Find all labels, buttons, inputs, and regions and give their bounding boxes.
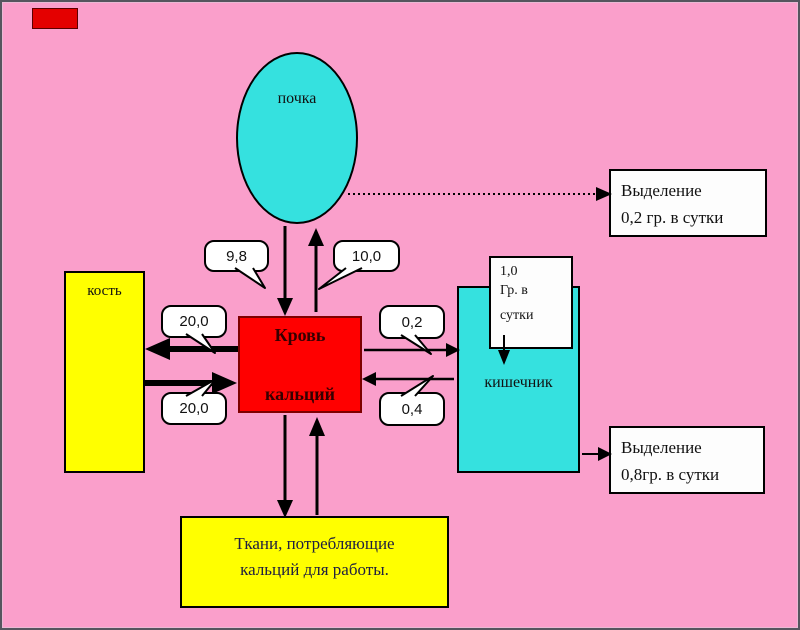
intake-line2: Гр. в [500,283,528,298]
callout-kidney-reabsorption: 10,0 [333,240,400,272]
blood-label-line2: кальций [265,384,335,404]
bone-label: кость [87,283,122,299]
excretion-urine-line2: 0,2 гр. в сутки [621,208,724,227]
excretion-urine-box: Выделение 0,2 гр. в сутки [609,169,767,237]
arrowhead [308,228,324,246]
callout-value: 10,0 [351,247,382,265]
blood-label-line1: Кровь [274,325,326,345]
arrowhead [212,372,237,394]
node-blood-calcium: Кровь кальций [238,316,362,413]
callout-value: 0,4 [401,400,423,418]
excretion-feces-box: Выделение 0,8гр. в сутки [609,426,765,494]
callout-value: 0,2 [401,313,423,331]
node-kidney: почка [236,52,358,224]
node-tissues: Ткани, потребляющие кальций для работы. [180,516,449,608]
callout-bone-to-blood: 20,0 [161,392,227,425]
excretion-urine-line1: Выделение [621,181,702,200]
arrowhead [277,298,293,316]
callout-value: 9,8 [226,247,247,265]
intestine-label: кишечник [484,374,553,391]
callout-intestine-to-blood: 0,4 [379,392,445,426]
arrowhead [309,417,325,436]
intake-line3: сутки [500,308,534,323]
kidney-label: почка [277,90,317,107]
arrowhead [362,372,376,386]
tissues-label-line1: Ткани, потребляющие [234,534,395,553]
intake-box: 1,0 Гр. в сутки [489,256,573,349]
callout-value: 20,0 [179,400,209,417]
tissues-label-line2: кальций для работы. [240,560,389,579]
excretion-feces-line2: 0,8гр. в сутки [621,465,720,484]
red-marker-rectangle [32,8,78,29]
excretion-feces-line1: Выделение [621,438,702,457]
intake-line1: 1,0 [500,264,518,279]
callout-blood-to-bone: 20,0 [161,305,227,338]
callout-value: 20,0 [179,313,209,330]
node-bone: кость [64,271,145,473]
arrowhead [145,338,170,360]
callout-blood-to-intestine: 0,2 [379,305,445,339]
callout-kidney-filtration: 9,8 [204,240,269,272]
